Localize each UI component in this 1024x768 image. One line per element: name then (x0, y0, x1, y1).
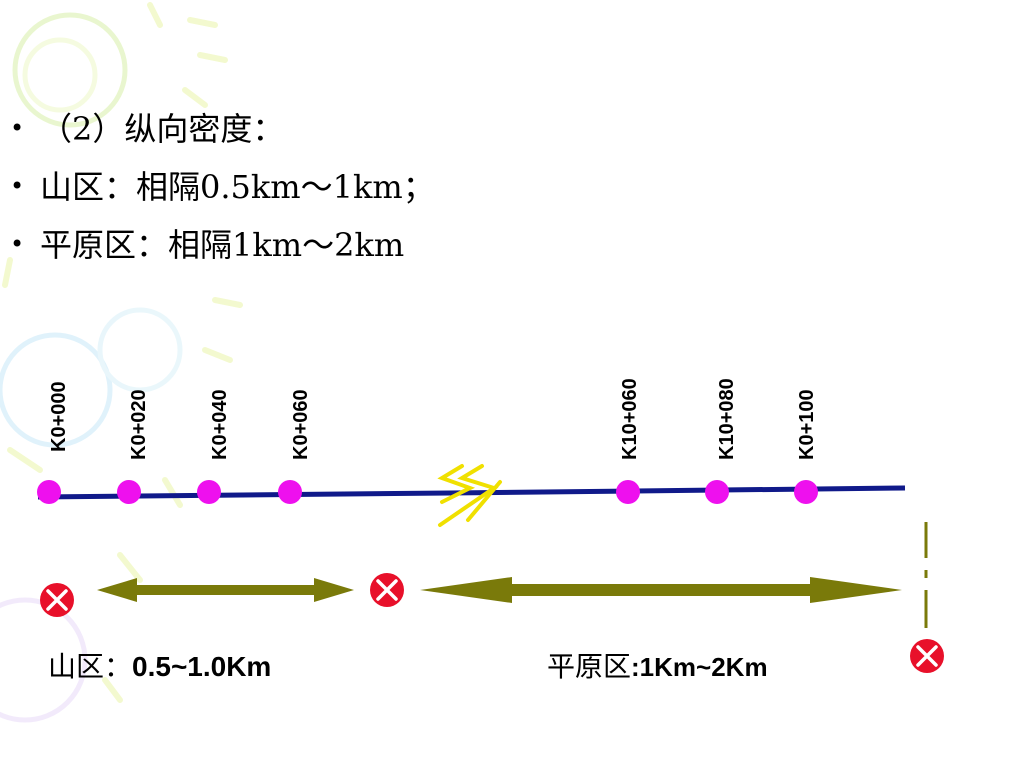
station-dot (794, 480, 818, 504)
bg-circle (0, 597, 88, 723)
station-label: K0+060 (290, 389, 312, 460)
bullet-dot: • (10, 172, 25, 200)
break-symbol (437, 464, 502, 527)
bullet-item: • 平原区：相隔1km～2km (10, 216, 435, 274)
marker-x-icon (910, 639, 944, 673)
station-label: K0+020 (128, 389, 150, 460)
bullet-text: 平原区：相隔1km～2km (40, 226, 405, 264)
plain-caption: 平原区:1Km~2Km (547, 645, 768, 685)
plain-span-arrow (420, 577, 902, 603)
plain-caption-prefix: 平原区 (547, 650, 632, 683)
bg-circle (22, 37, 98, 113)
bullet-dot: • (10, 230, 25, 258)
station-dot (197, 480, 221, 504)
mountain-caption-prefix: 山区： (48, 650, 133, 683)
station-dot (37, 480, 61, 504)
bullet-dot: • (10, 114, 25, 142)
station-label: K0+000 (48, 381, 70, 452)
bg-circle (97, 307, 183, 393)
station-label: K0+100 (796, 389, 818, 460)
station-dot (705, 480, 729, 504)
mountain-span-arrow (97, 578, 354, 602)
station-dot (278, 480, 302, 504)
bullet-item: • （2）纵向密度： (10, 100, 435, 158)
marker-x-icon (370, 573, 404, 607)
bullet-list: • （2）纵向密度： • 山区：相隔0.5km～1km； • 平原区：相隔1km～2k… (10, 100, 435, 274)
mountain-caption-value: 0.5~1.0Km (132, 651, 272, 682)
mountain-caption: 山区：0.5~1.0Km (48, 645, 271, 685)
marker-x-icon (40, 583, 74, 617)
station-dot (117, 480, 141, 504)
bullet-text: （2）纵向密度： (40, 110, 285, 148)
plain-caption-value: :1Km~2Km (631, 652, 768, 682)
bullet-text: 山区：相隔0.5km～1km； (40, 168, 435, 206)
bg-circle (12, 12, 128, 128)
route-line (37, 485, 906, 500)
station-label: K10+060 (619, 378, 641, 460)
station-dot (616, 480, 640, 504)
station-label: K0+040 (209, 389, 231, 460)
bg-circle (0, 332, 113, 448)
station-label: K10+080 (716, 378, 738, 460)
bullet-item: • 山区：相隔0.5km～1km； (10, 158, 435, 216)
